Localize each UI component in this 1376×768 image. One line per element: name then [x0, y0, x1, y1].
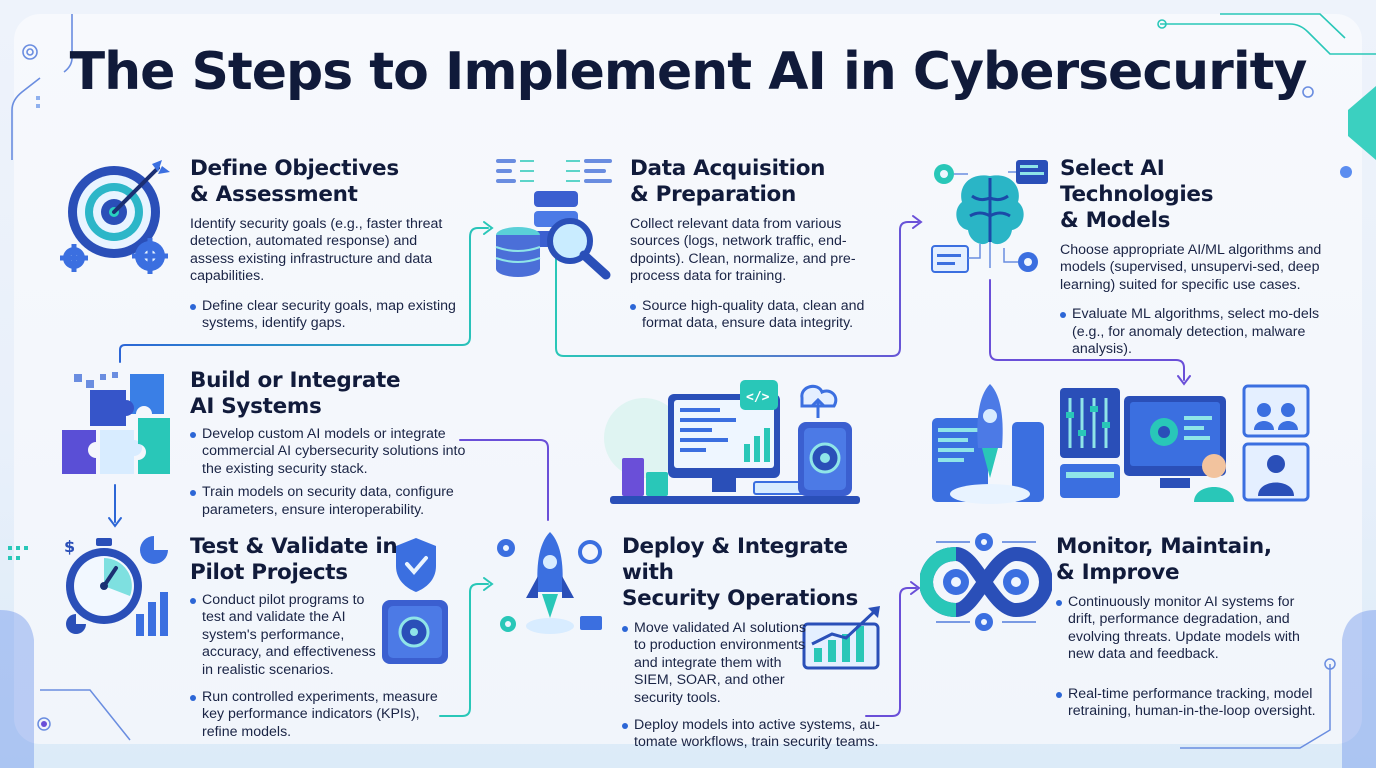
step-monitor-maintain: Monitor, Maintain,& Improve Continuously… — [1056, 534, 1320, 720]
step-title: Define Objectives& Assessment — [190, 156, 399, 207]
background-frame — [14, 14, 1362, 744]
step-bullet: Run controlled experiments, measure key … — [190, 689, 452, 741]
step-description: Identify security goals (e.g., faster th… — [190, 216, 443, 285]
step-bullet: Source high-quality data, clean and form… — [630, 298, 880, 333]
growth-chart-icon — [802, 606, 880, 670]
step-bullet: Continuously monitor AI systems for drif… — [1056, 594, 1320, 664]
step-bullet: Develop custom AI models or integrate co… — [190, 426, 472, 478]
ai-brain-icon — [931, 160, 1048, 273]
rocket-icon — [497, 532, 602, 634]
step-title: Monitor, Maintain,& Improve — [1056, 534, 1272, 585]
step-bullet: Define clear security goals, map existin… — [190, 298, 462, 333]
stopwatch-chart-icon: $ — [64, 536, 168, 636]
step-select-ai-technologies: Select AI Technologies& Models Choose ap… — [1060, 156, 1322, 358]
safe-shield-icon — [382, 538, 448, 664]
step-title: Select AI Technologies& Models — [1060, 156, 1214, 233]
page-title: The Steps to Implement AI in Cybersecuri… — [69, 42, 1308, 102]
step-bullet: Evaluate ML algorithms, select mo-dels (… — [1060, 306, 1322, 358]
puzzle-icon — [62, 372, 170, 474]
target-gears-icon — [60, 160, 170, 274]
step-bullet: Conduct pilot programs to test and valid… — [190, 592, 386, 679]
svg-text:$: $ — [64, 537, 75, 556]
step-data-acquisition: Data Acquisition& Preparation Collect re… — [630, 156, 880, 332]
infinity-gears-icon — [920, 533, 1052, 631]
step-bullet: Real-time performance tracking, model re… — [1056, 686, 1320, 721]
step-description: Collect relevant data from various sourc… — [630, 216, 856, 285]
svg-text:</>: </> — [746, 390, 770, 405]
database-search-icon — [495, 159, 612, 280]
step-define-objectives: Define Objectives& Assessment Identify s… — [190, 156, 462, 332]
step-title: Data Acquisition& Preparation — [630, 156, 826, 207]
step-bullet: Move validated AI solutions to productio… — [622, 620, 812, 707]
step-bullet: Deploy models into active systems, au-to… — [622, 717, 890, 752]
step-description: Choose appropriate AI/ML algorithms and … — [1060, 242, 1322, 293]
code-workstation-icon: </> — [604, 380, 860, 504]
step-bullet: Train models on security data, configure… — [190, 484, 472, 519]
monitoring-dashboard-icon — [932, 384, 1310, 504]
